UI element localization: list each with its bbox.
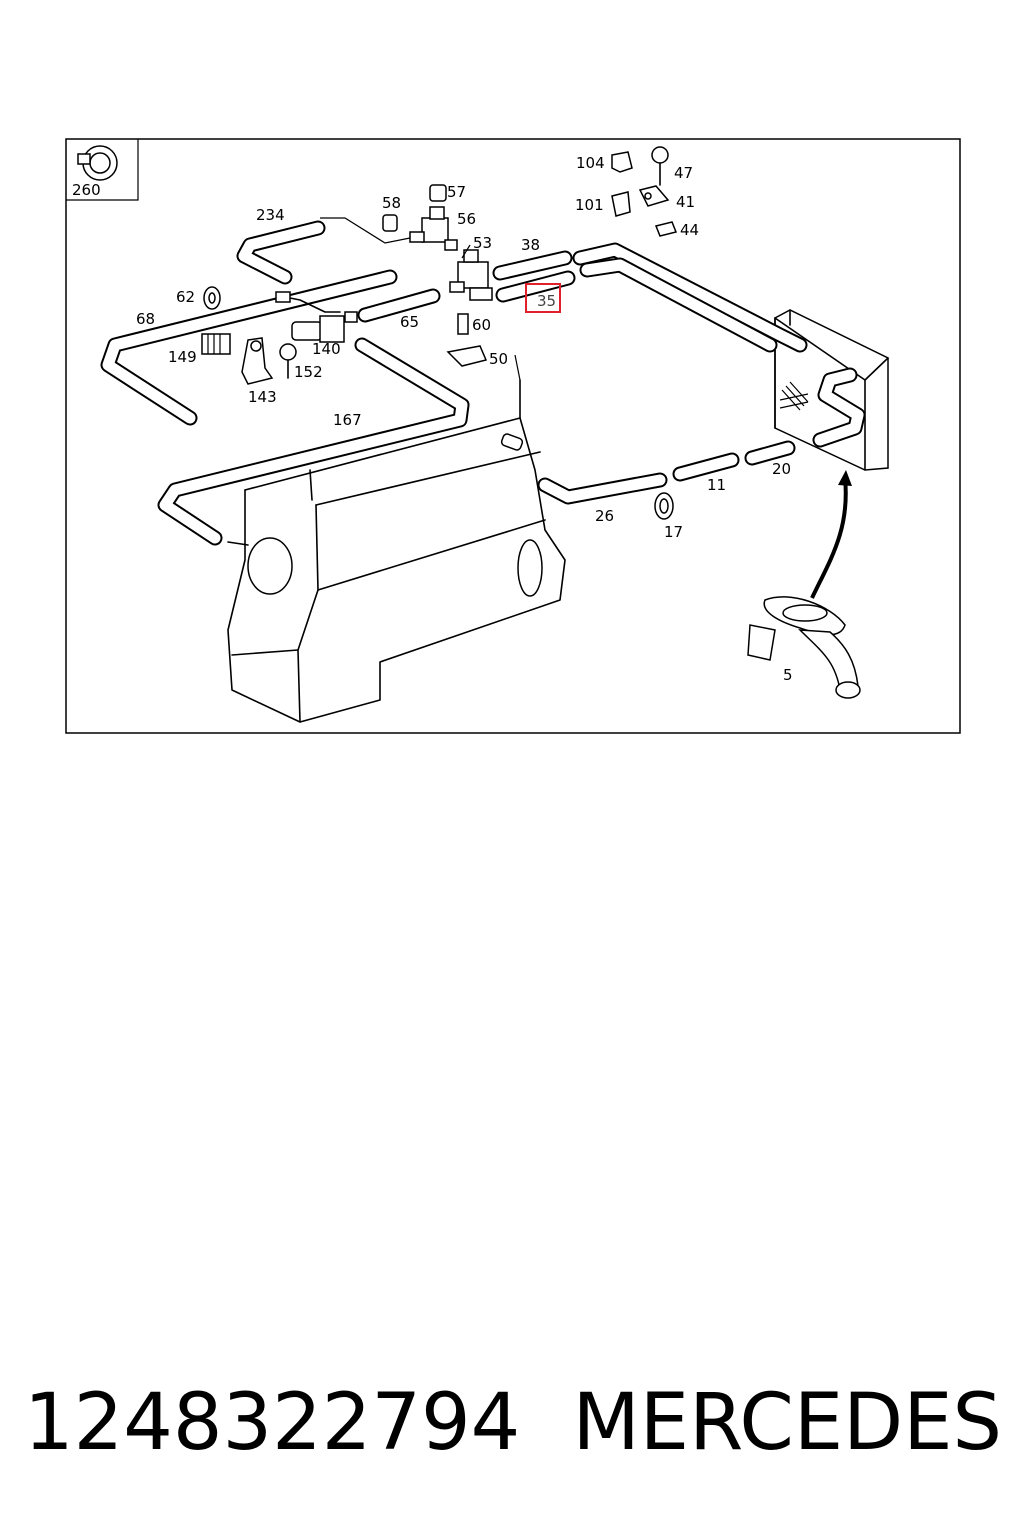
clip-104 [611, 151, 633, 173]
grommet-62 [203, 286, 221, 310]
label-167: 167 [333, 411, 362, 429]
label-35: 35 [537, 292, 556, 310]
label-41: 41 [676, 193, 695, 211]
label-101: 101 [575, 196, 604, 214]
grommet-17 [654, 492, 674, 520]
label-143: 143 [248, 388, 277, 406]
label-50: 50 [489, 350, 508, 368]
elbow-part-5 [747, 596, 861, 699]
part-number: 1248322794 [24, 1378, 521, 1468]
label-17: 17 [664, 523, 683, 541]
label-62: 62 [176, 288, 195, 306]
valve-56 [409, 206, 458, 251]
engine-block [227, 379, 566, 723]
label-65: 65 [400, 313, 419, 331]
label-47: 47 [674, 164, 693, 182]
arrow-line [810, 477, 848, 599]
arrow-head [838, 470, 852, 486]
label-44: 44 [680, 221, 699, 239]
label-152: 152 [294, 363, 323, 381]
sensor-60 [457, 313, 469, 335]
label-149: 149 [168, 348, 197, 366]
clip-101 [611, 191, 631, 217]
highlight-box-35 [525, 283, 561, 313]
label-56: 56 [457, 210, 476, 228]
label-38: 38 [521, 236, 540, 254]
connector-149 [201, 333, 231, 355]
clip-41 [638, 185, 670, 207]
label-20: 20 [772, 460, 791, 478]
brand-name: MERCEDES [572, 1378, 1003, 1468]
label-11: 11 [707, 476, 726, 494]
cap-57 [429, 184, 447, 202]
hoses [100, 220, 866, 546]
label-104: 104 [576, 154, 605, 172]
leader-lines [320, 217, 521, 381]
label-5: 5 [783, 666, 793, 684]
label-234: 234 [256, 206, 285, 224]
bolt-152 [279, 343, 297, 379]
label-140: 140 [312, 340, 341, 358]
bolt-47 [651, 146, 669, 186]
label-26: 26 [595, 507, 614, 525]
label-53: 53 [473, 234, 492, 252]
plug-58 [382, 214, 398, 232]
label-60: 60 [472, 316, 491, 334]
parts-diagram: 260 234 58 57 56 53 38 35 104 47 101 41 … [65, 138, 961, 734]
label-260: 260 [72, 181, 101, 199]
label-68: 68 [136, 310, 155, 328]
valve-53 [449, 249, 493, 301]
label-57: 57 [447, 183, 466, 201]
bracket-50 [446, 345, 488, 367]
label-58: 58 [382, 194, 401, 212]
clip-44 [654, 221, 678, 237]
bracket-143 [241, 337, 274, 385]
inset-box [66, 139, 139, 201]
clamp-260-icon [77, 145, 118, 181]
pump-140 [275, 291, 358, 343]
caption-bar: 1248322794 MERCEDES [0, 1368, 1024, 1478]
